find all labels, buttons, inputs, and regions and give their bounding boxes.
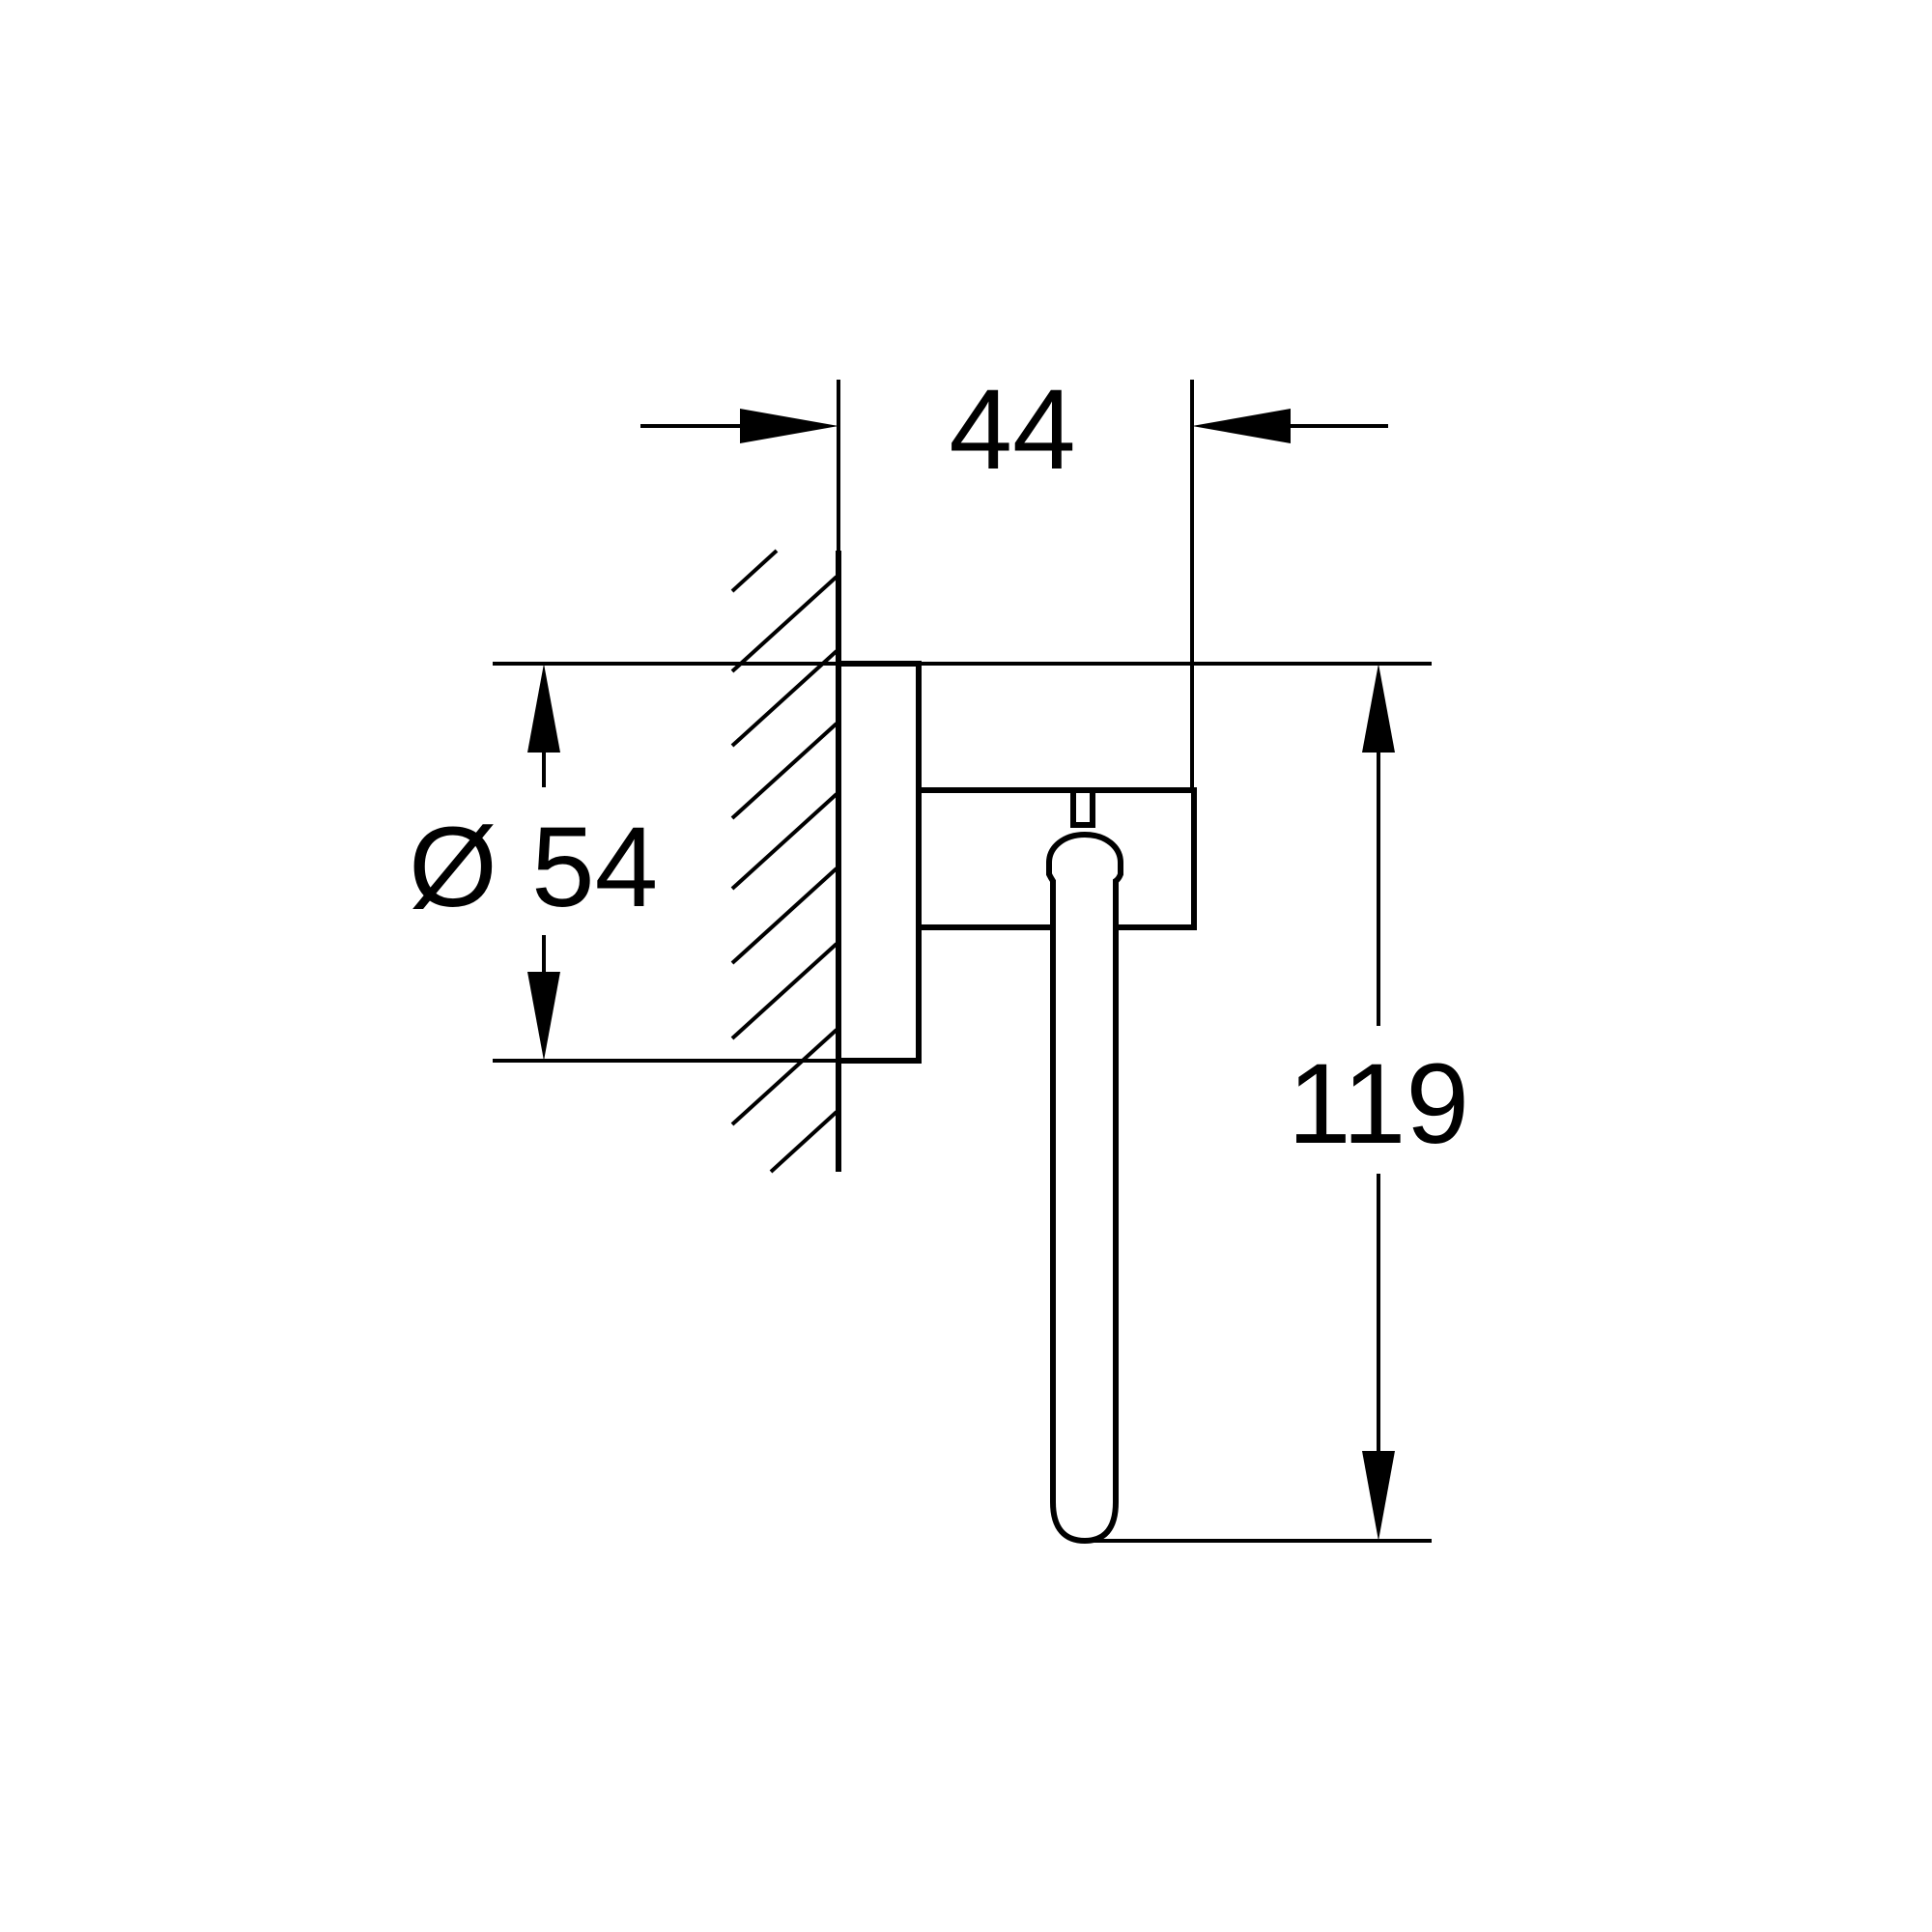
wall-hatching bbox=[730, 549, 838, 1174]
mounting-rosette bbox=[836, 661, 922, 1064]
holder-connector bbox=[1070, 787, 1095, 828]
dimension-diameter bbox=[493, 662, 838, 1063]
diameter-value: 54 bbox=[531, 804, 658, 931]
dimension-projection bbox=[640, 380, 1388, 790]
dimension-height bbox=[919, 662, 1432, 1543]
holder-arm bbox=[919, 787, 1197, 930]
hook-rod bbox=[1046, 831, 1123, 1545]
diameter-symbol: Ø bbox=[409, 804, 497, 931]
dimension-diameter-label: Ø 54 bbox=[409, 804, 658, 931]
dimension-projection-label: 44 bbox=[949, 366, 1075, 494]
dimension-height-label: 119 bbox=[1288, 1040, 1469, 1168]
